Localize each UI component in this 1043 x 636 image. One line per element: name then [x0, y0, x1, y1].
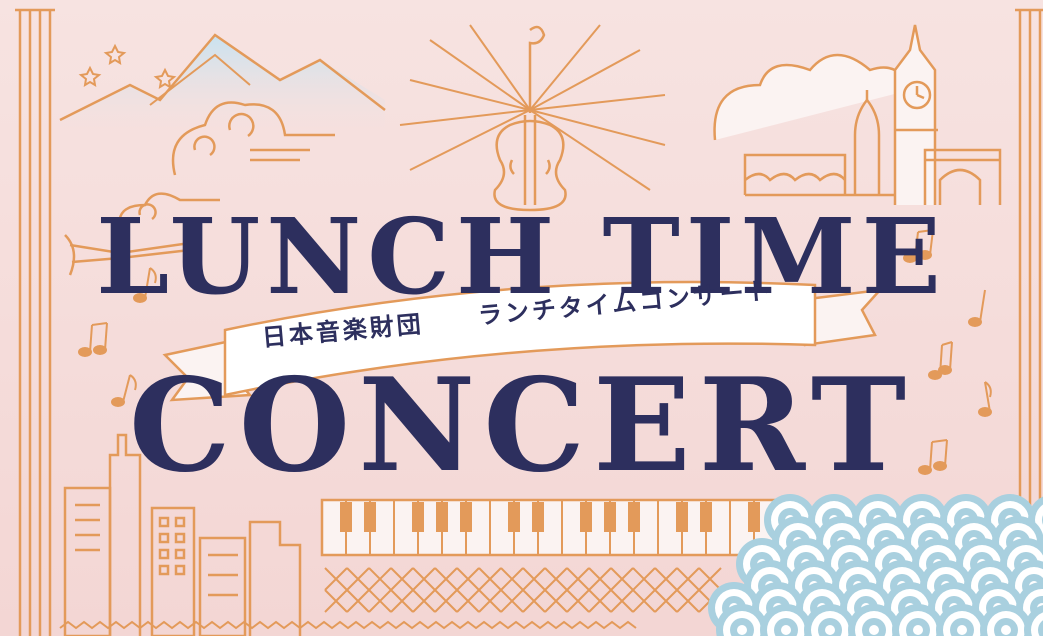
- wave-ring: [781, 625, 791, 635]
- left-column-border: [15, 8, 55, 636]
- lattice-cell: [654, 567, 678, 613]
- title-lunch-time: LUNCH TIME: [96, 195, 947, 318]
- lattice-cell: [676, 567, 700, 613]
- building-icon: [63, 433, 302, 636]
- lattice-cell: [588, 567, 612, 613]
- lattice-cell: [632, 567, 656, 613]
- lattice-cell: [698, 567, 722, 613]
- lattice-cell: [368, 567, 392, 613]
- lattice-cell: [610, 567, 634, 613]
- wave-pattern-icon: [708, 494, 1043, 636]
- lattice-cell: [478, 567, 502, 613]
- ribbon-banner: [162, 280, 884, 402]
- lattice-cell: [456, 567, 480, 613]
- zigzag-border: [59, 620, 637, 630]
- wave-ring: [825, 625, 835, 635]
- cloud-icon: [118, 101, 335, 231]
- wave-ring: [913, 625, 923, 635]
- wave-ring: [869, 625, 879, 635]
- lattice-cell: [412, 567, 436, 613]
- wave-ring: [957, 625, 967, 635]
- lattice-cell: [544, 567, 568, 613]
- title-concert: CONCERT: [128, 351, 915, 501]
- mountain-icon: [59, 33, 386, 140]
- lattice-cell: [324, 567, 348, 613]
- lattice-cell: [500, 567, 524, 613]
- lattice-pattern: [324, 567, 722, 613]
- wave-ring: [1001, 625, 1011, 635]
- lattice-cell: [434, 567, 458, 613]
- lattice-cell: [390, 567, 414, 613]
- lattice-cell: [566, 567, 590, 613]
- violin-icon: [399, 24, 666, 212]
- lattice-cell: [346, 567, 370, 613]
- trumpet-icon: [64, 234, 191, 276]
- lattice-cell: [522, 567, 546, 613]
- music-note-icon: [78, 229, 992, 475]
- wave-ring: [1038, 620, 1043, 636]
- piano-keyboard-icon: [320, 498, 784, 557]
- wave-ring: [737, 625, 747, 635]
- star-icon: [78, 43, 177, 89]
- clock-tower-icon: [893, 24, 1002, 205]
- skyline-right: [713, 53, 912, 197]
